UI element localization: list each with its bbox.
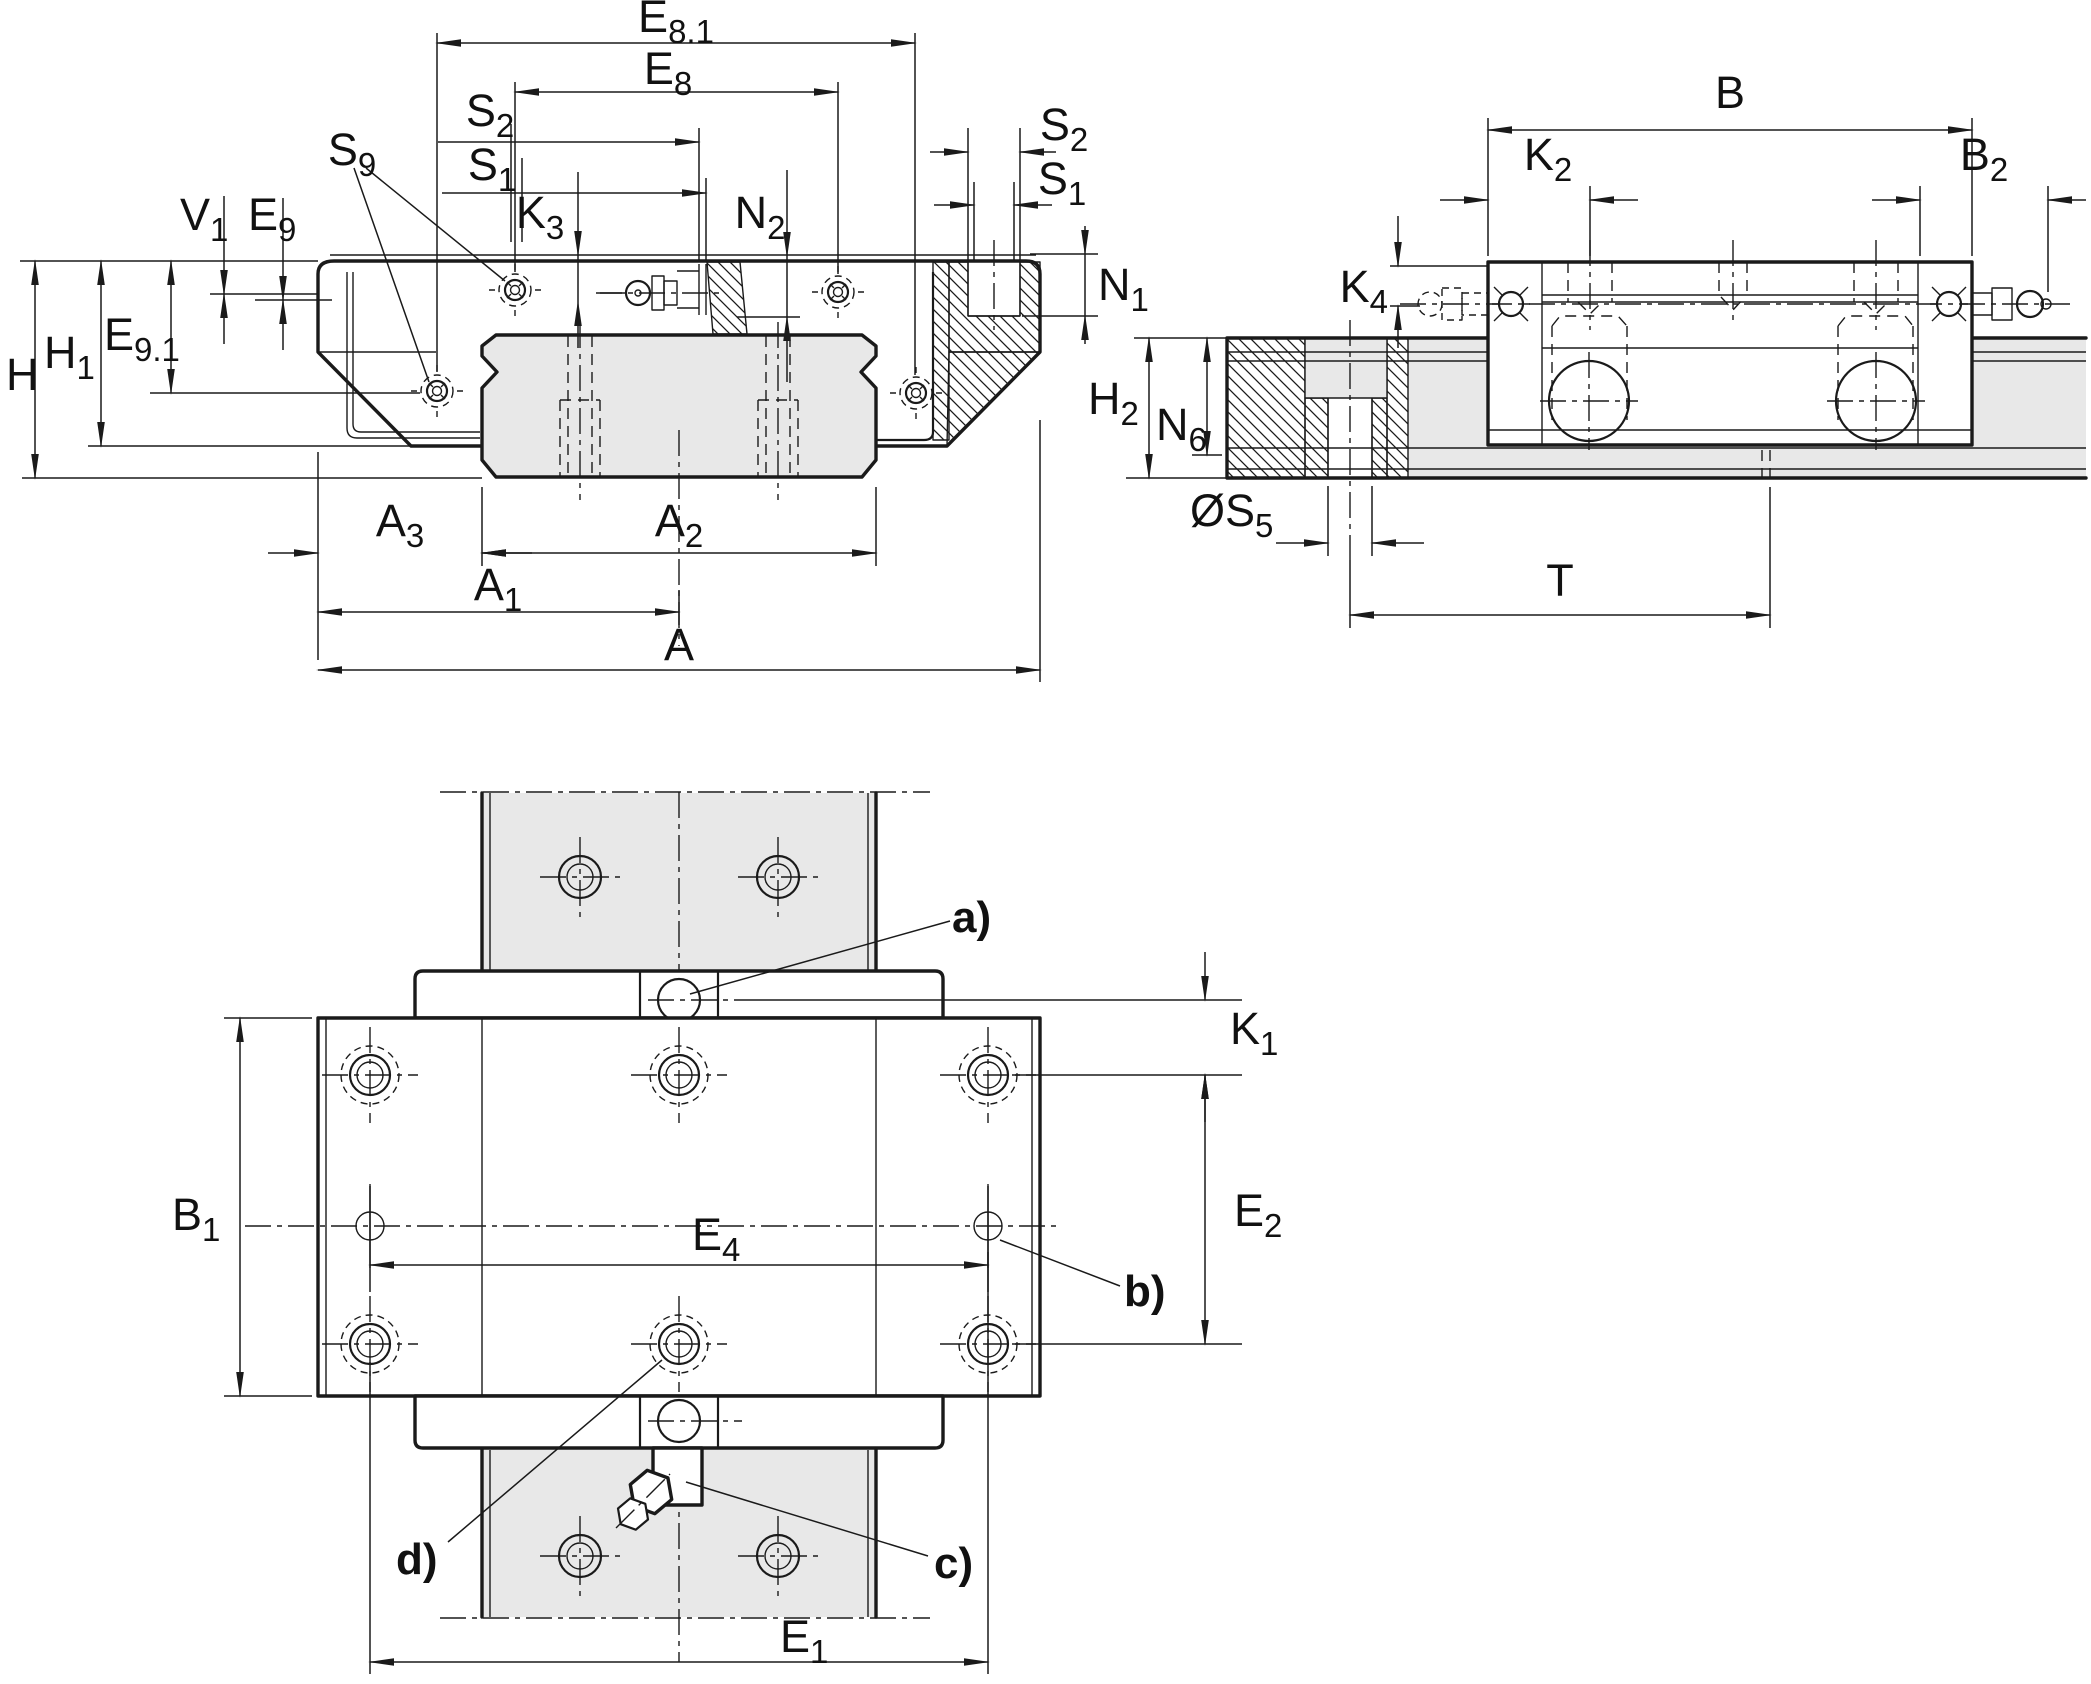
rail-hole-hidden-right (757, 322, 799, 500)
rail-bolt-hole-right (1827, 315, 1925, 450)
dim-label-s2-left: S2 (466, 85, 514, 144)
side-view-labels: B K2 B2 K4 H2 N6 ØS5 T (1088, 67, 2008, 606)
top-view: B1 E4 E1 K1 E2 a) b) c) d) (172, 791, 1282, 1674)
callout-b: b) (1124, 1267, 1166, 1316)
dim-label-a1: A1 (474, 559, 522, 618)
top-view-geometry (245, 791, 1121, 1662)
dim-label-n6: N6 (1156, 399, 1207, 458)
dim-label-n2: N2 (735, 187, 786, 246)
section-hatch-left (706, 261, 748, 335)
dim-label-a3: A3 (376, 495, 424, 554)
dim-label-n1: N1 (1098, 259, 1149, 318)
top-view-dimensions (224, 952, 1242, 1674)
side-view-geometry (1225, 240, 2088, 560)
dim-label-e9-1: E9.1 (104, 309, 180, 368)
dim-label-t: T (1546, 555, 1574, 606)
side-view-dimensions (1126, 118, 2086, 628)
dim-label-k2: K2 (1524, 129, 1572, 188)
dim-label-s1-left: S1 (468, 139, 516, 198)
runner-block-side (1486, 260, 1974, 447)
dim-label-e1: E1 (780, 1611, 828, 1670)
dim-label-h: H (6, 349, 39, 400)
dim-label-e8-1: E8.1 (638, 0, 714, 50)
callout-c: c) (934, 1539, 973, 1588)
front-view-geometry (20, 240, 1042, 646)
rail-hole-hidden-left (559, 322, 601, 500)
dim-label-k1: K1 (1230, 1003, 1278, 1062)
section-hatch-chamfer (946, 351, 1041, 447)
dim-label-e9: E9 (248, 189, 296, 248)
callout-d: d) (396, 1535, 438, 1584)
dim-label-e4: E4 (692, 1209, 740, 1268)
dim-label-h2: H2 (1088, 373, 1139, 432)
callout-a: a) (952, 893, 991, 942)
dim-label-b1: B1 (172, 1189, 220, 1248)
side-view: B K2 B2 K4 H2 N6 ØS5 T (1088, 67, 2088, 628)
rail-counterbore-section (1304, 337, 1388, 399)
front-view-dimensions (31, 33, 1098, 682)
dim-label-e8: E8 (644, 43, 692, 102)
rail-bolt-hole-left (1540, 315, 1638, 450)
dim-label-h1: H1 (44, 327, 95, 386)
top-view-labels: B1 E4 E1 K1 E2 a) b) c) d) (172, 893, 1282, 1670)
dim-label-s9: S9 (328, 124, 376, 183)
dim-label-b2: B2 (1960, 129, 2008, 188)
dim-label-s5: ØS5 (1190, 485, 1273, 544)
section-hatch-wall (932, 261, 950, 441)
grease-nipple-top (615, 1446, 704, 1531)
dim-label-a: A (664, 619, 694, 670)
dim-label-s2-right: S2 (1040, 99, 1088, 158)
dim-label-k4: K4 (1340, 261, 1388, 320)
dim-label-a2: A2 (655, 495, 703, 554)
dim-label-e2: E2 (1234, 1185, 1282, 1244)
dim-label-s1-right: S1 (1038, 153, 1086, 212)
front-view: E8.1 E8 S2 S1 S9 K3 N2 V1 E9 E9.1 H1 H S… (6, 0, 1149, 682)
dim-label-b: B (1715, 67, 1745, 118)
dim-label-v1: V1 (180, 189, 228, 248)
front-view-labels: E8.1 E8 S2 S1 S9 K3 N2 V1 E9 E9.1 H1 H S… (6, 0, 1149, 670)
dim-label-k3: K3 (516, 187, 564, 246)
